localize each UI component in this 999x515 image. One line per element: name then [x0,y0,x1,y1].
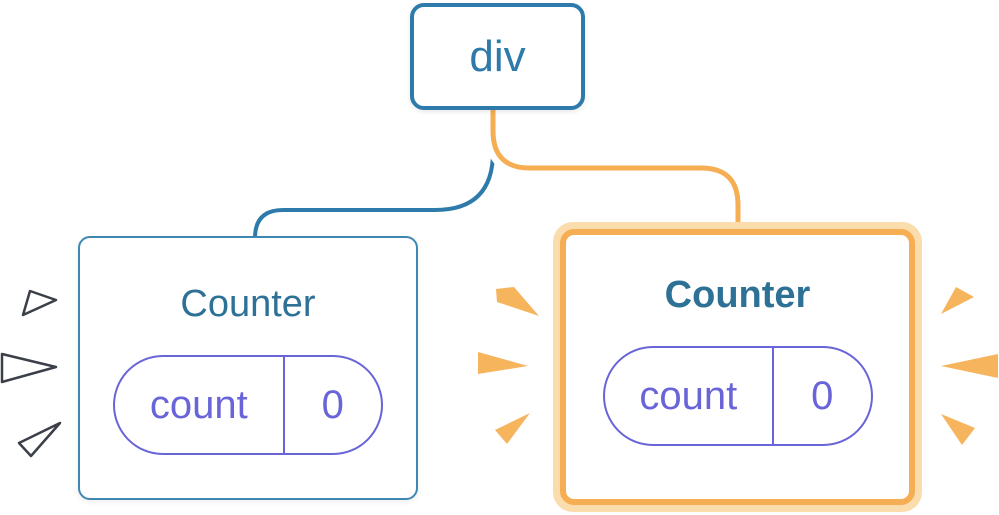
root-node-label: div [469,31,526,81]
counter-card-left: Counter count 0 [78,236,418,500]
sunburst-right-counter-right [941,287,998,445]
sunburst-right-counter-left [478,287,539,444]
state-value: 0 [282,357,381,453]
burst-wedge-icon [478,352,528,374]
burst-wedge-icon [495,413,530,444]
burst-wedge-icon [0,352,58,384]
state-pill: count 0 [113,355,383,455]
counter-title: Counter [664,274,811,316]
burst-wedge-icon [17,421,62,458]
state-key: count [149,382,248,427]
state-value: 0 [772,348,870,444]
counter-card-right: Counter count 0 [560,229,915,505]
burst-wedge-icon [941,354,998,378]
edge-root-to-right-counter [490,98,741,230]
burst-wedge-icon [941,414,975,445]
burst-wedge-icon [941,287,974,314]
edge-root-to-left-counter [253,100,495,241]
root-node-div: div [410,3,585,110]
state-pill: count 0 [602,346,873,446]
edge-root-to-right-counter-casing [484,98,747,230]
counter-title: Counter [180,283,316,325]
counter-card-right-glow: Counter count 0 [553,222,922,512]
burst-wedge-icon [21,289,58,317]
burst-wedge-icon [496,287,539,316]
sunburst-left-counter [0,289,62,458]
state-key: count [639,373,738,418]
